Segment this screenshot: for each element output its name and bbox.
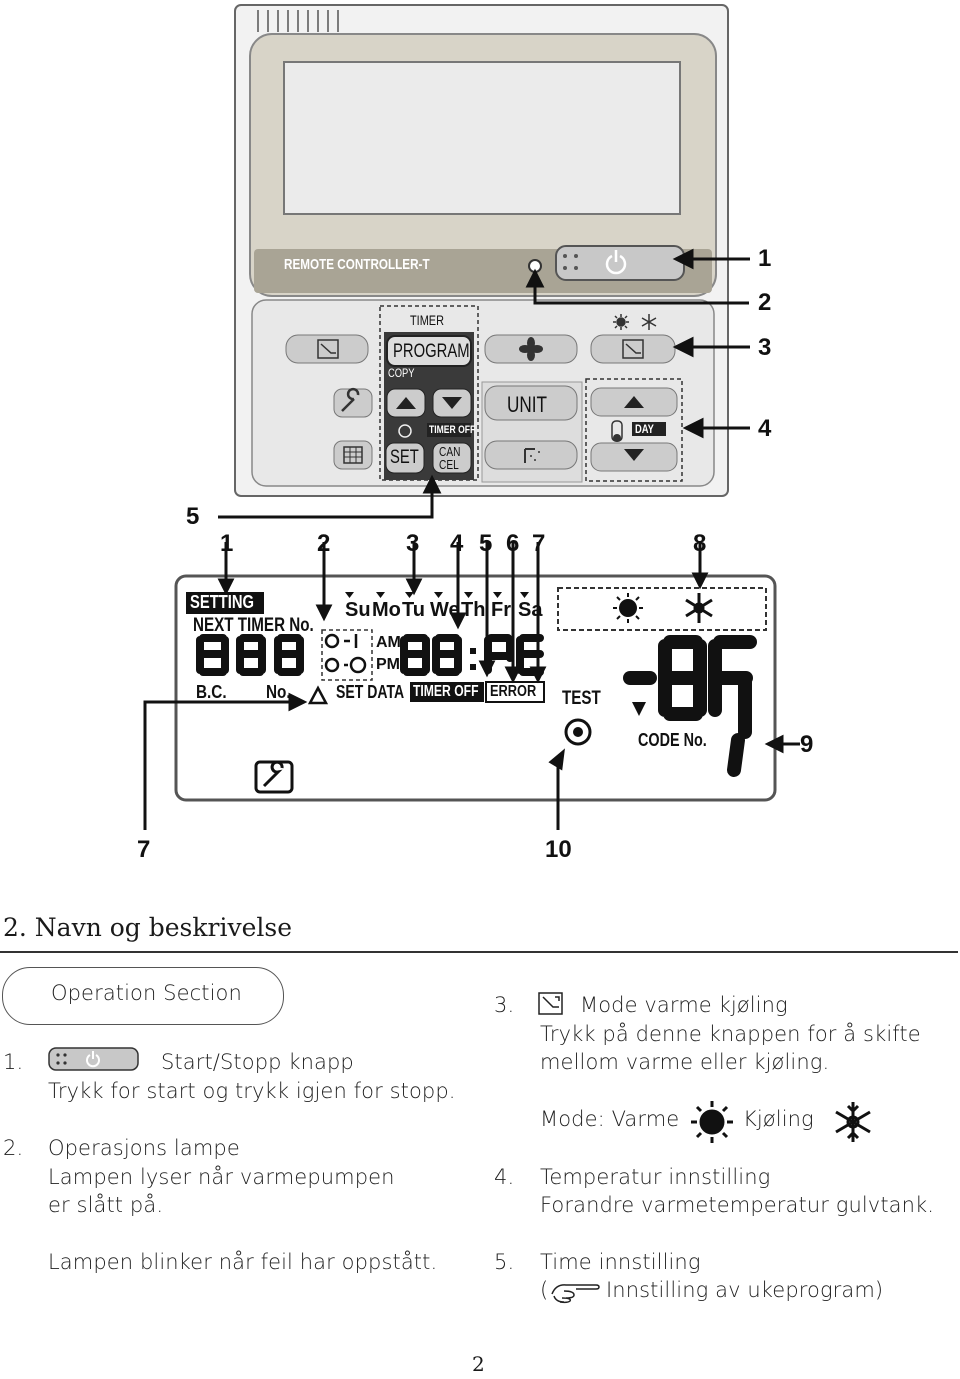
unit-button[interactable]: UNIT: [485, 386, 577, 420]
lcd-callout-2: 2: [317, 530, 331, 557]
cancel-label-bottom: CEL: [439, 457, 459, 472]
lcd-no-label: No.: [266, 682, 291, 702]
lcd-am-label: AM: [376, 634, 401, 651]
item3-description-1: Trykk på denne knappen for å skifte: [540, 1022, 921, 1046]
operation-section-tab: Operation Section: [2, 967, 284, 1025]
lcd-callout-6: 6: [506, 530, 520, 557]
mode-heat-label: Mode: Varme: [540, 1107, 680, 1131]
lcd-callout-1: 1: [220, 530, 234, 557]
item1-description: Trykk for start og trykk igjen for stopp…: [48, 1079, 456, 1103]
lcd-callout-8: 8: [693, 530, 707, 557]
copy-label: COPY: [388, 366, 415, 380]
cancel-label-top: CAN: [439, 444, 461, 459]
sun-icon: [691, 1101, 733, 1143]
remote-callout-arrows: [218, 248, 750, 519]
section-heading: 2. Navn og beskrivelse: [3, 913, 293, 942]
lcd-callout-7: 7: [532, 530, 546, 557]
item1-number: 1.: [3, 1050, 24, 1074]
remote-callout-2: 2: [758, 289, 772, 316]
lcd-timer-off-label: TIMER OFF: [413, 683, 479, 700]
lcd-setting-label: SETTING: [190, 592, 254, 612]
lcd-setting-badge: SETTING: [186, 592, 264, 614]
lcd-callout-4: 4: [450, 530, 464, 557]
lcd-day-su: Su: [345, 599, 371, 621]
item3-title: Mode varme kjøling: [580, 993, 788, 1017]
item5-number: 5.: [494, 1250, 515, 1274]
program-label: PROGRAM: [393, 341, 470, 362]
snowflake-icon: [835, 1102, 871, 1142]
lcd-day-we: We: [430, 599, 460, 621]
lcd-callout-3: 3: [406, 530, 420, 557]
lcd-callout-9: 9: [800, 731, 814, 758]
mode-icon: [538, 992, 563, 1015]
remote-controller: REMOTE CONTROLLER-T TIMER PROGRAM COPY T…: [234, 4, 729, 497]
item1-title: Start/Stopp knapp: [161, 1050, 354, 1074]
heading-rule: [0, 951, 958, 953]
day-label: DAY: [635, 422, 654, 436]
item2-description-1: Lampen lyser når varmepumpen: [48, 1165, 395, 1189]
lcd-set-data-label: SET DATA: [336, 682, 405, 702]
cancel-button[interactable]: CAN CEL: [433, 443, 471, 473]
operation-section-label: Operation Section: [51, 981, 242, 1005]
set-label: SET: [390, 447, 419, 468]
lcd-callout-5: 5: [479, 530, 493, 557]
remote-callout-1: 1: [758, 245, 772, 272]
power-button-icon: [48, 1047, 139, 1071]
lcd-code-no-label: CODE No.: [638, 730, 707, 750]
mode-cool-label: Kjøling: [743, 1107, 814, 1131]
item4-description: Forandre varmetemperatur gulvtank.: [540, 1193, 935, 1217]
item4-number: 4.: [494, 1165, 515, 1189]
unit-label: UNIT: [507, 392, 548, 417]
timer-off-key-label: TIMER OFF: [429, 424, 476, 436]
item2-description-3: Lampen blinker når feil har oppstått.: [48, 1250, 438, 1274]
remote-body-graphic: [234, 4, 729, 497]
item3-description-2: mellom varme eller kjøling.: [540, 1050, 830, 1074]
brand-label: REMOTE CONTROLLER-T: [284, 256, 430, 273]
lcd-day-fr: Fr: [491, 599, 511, 621]
lcd-callout-10: 10: [545, 836, 572, 863]
set-button[interactable]: SET: [386, 443, 424, 473]
lcd-day-mo: Mo: [372, 599, 401, 621]
remote-callout-5: 5: [186, 503, 200, 530]
lcd-day-tu: Tu: [402, 599, 425, 621]
timer-label: TIMER: [410, 312, 444, 328]
lcd-day-sa: Sa: [518, 599, 543, 621]
lcd-test-label: TEST: [562, 688, 601, 709]
item5-open-paren: (: [540, 1278, 549, 1302]
lcd-error-label: ERROR: [490, 683, 537, 700]
lcd-pm-label: PM: [376, 656, 400, 673]
item2-description-2: er slått på.: [48, 1193, 164, 1217]
lcd-day-th: Th: [461, 599, 486, 621]
lcd-callout-7-bottom: 7: [137, 836, 151, 863]
remote-callout-4: 4: [758, 415, 772, 442]
item5-description: Innstilling av ukeprogram): [606, 1278, 884, 1302]
item4-title: Temperatur innstilling: [540, 1165, 771, 1189]
lcd-rc-label: B.C.: [196, 682, 227, 702]
program-button[interactable]: PROGRAM: [387, 336, 471, 366]
item5-title: Time innstilling: [540, 1250, 701, 1274]
item2-title: Operasjons lampe: [48, 1136, 240, 1160]
pointing-hand-icon: [551, 1284, 600, 1304]
remote-callout-3: 3: [758, 334, 772, 361]
item3-number: 3.: [494, 993, 515, 1017]
lcd-diagram-graphic: [143, 542, 800, 830]
item2-number: 2.: [3, 1136, 24, 1160]
page-number: 2: [472, 1352, 485, 1376]
lcd-next-timer-label: NEXT TIMER No.: [193, 615, 314, 636]
